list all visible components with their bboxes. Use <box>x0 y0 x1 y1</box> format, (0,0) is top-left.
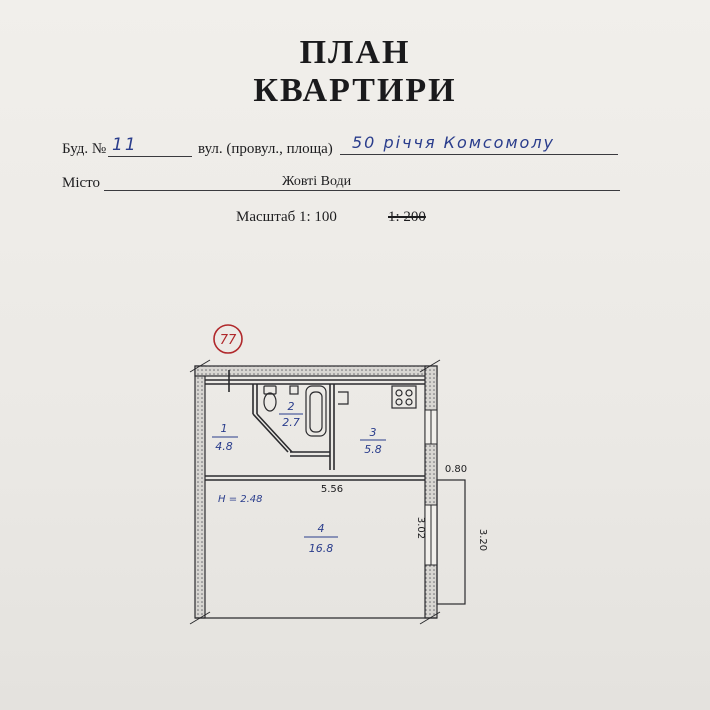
title-line-1: ПЛАН <box>299 34 411 71</box>
street-value: 50 річчя Комсомолу <box>352 133 556 152</box>
scale-label: Масштаб 1: 100 <box>236 209 337 225</box>
building-label: Буд. № <box>62 141 107 157</box>
room-2-number: 2 <box>288 400 295 413</box>
scale-crossed: 1: 200 <box>388 209 426 225</box>
city-line <box>104 190 620 191</box>
building-number: 11 <box>112 135 138 155</box>
dim-balcony-width: 0.80 <box>445 464 467 475</box>
windows <box>424 409 438 566</box>
stove <box>391 385 417 409</box>
building-line <box>108 156 192 157</box>
street-label: вул. (провул., площа) <box>198 141 333 157</box>
dim-balcony-length: 3.20 <box>477 529 488 551</box>
room-3-area: 5.8 <box>364 443 382 456</box>
bathroom-fixtures <box>263 385 349 437</box>
room-4-area: 16.8 <box>309 542 334 555</box>
room-2-area: 2.7 <box>282 416 300 429</box>
title-line-2: КВАРТИРИ <box>253 72 457 109</box>
ceiling-height: H = 2.48 <box>218 494 263 505</box>
internal-walls <box>205 370 425 481</box>
city-value: Жовті Води <box>282 174 352 189</box>
outer-walls <box>189 359 441 625</box>
room-3-number: 3 <box>370 426 377 439</box>
apartment-number: 77 <box>220 333 237 348</box>
room-1-number: 1 <box>221 422 228 435</box>
dim-width-room4: 5.56 <box>321 484 343 495</box>
room-labels: 1 4.8 2 2.7 3 5.8 4 16.8 <box>212 400 386 555</box>
city-label: Місто <box>62 175 101 191</box>
room-1-area: 4.8 <box>215 440 233 453</box>
balcony <box>436 479 466 605</box>
dimensions: H = 2.48 5.56 0.80 3.02 3.20 <box>218 464 488 551</box>
street-line <box>340 154 618 155</box>
room-4-number: 4 <box>318 522 325 535</box>
apartment-number-circle <box>213 324 243 354</box>
dim-depth-room4: 3.02 <box>415 517 426 539</box>
